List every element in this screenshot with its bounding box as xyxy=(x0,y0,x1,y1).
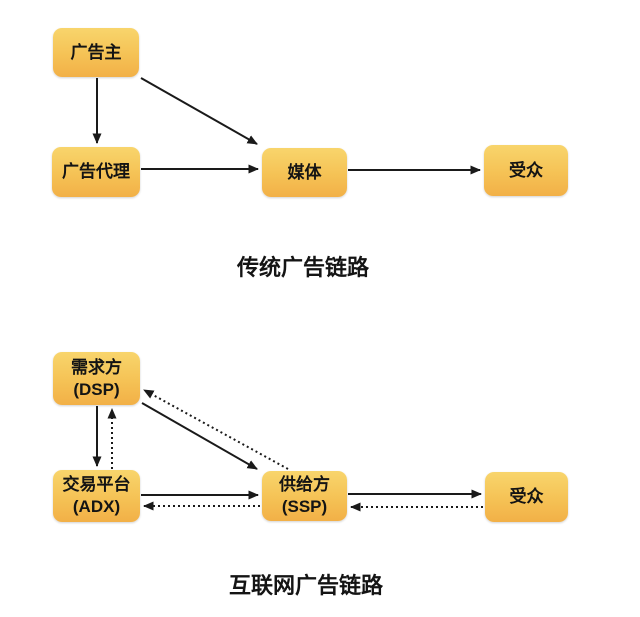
node-ssp-label: 供给方 xyxy=(279,475,330,494)
node-audience-internet: 受众 xyxy=(485,472,568,522)
diagram-title-internet: 互联网广告链路 xyxy=(228,573,384,598)
node-adx-label: 交易平台 xyxy=(62,475,131,494)
node-adx: 交易平台 (ADX) xyxy=(53,470,140,522)
node-agency-label: 广告代理 xyxy=(62,162,130,181)
node-advertiser: 广告主 xyxy=(53,28,139,77)
edge-ssp-to-dsp-dotted xyxy=(143,389,289,470)
edge-advertiser-to-media-solid xyxy=(140,77,258,145)
node-audience-traditional-label: 受众 xyxy=(509,160,543,180)
node-agency: 广告代理 xyxy=(52,147,140,197)
node-dsp-sublabel: (DSP) xyxy=(73,379,120,399)
node-media-label: 媒体 xyxy=(287,162,322,182)
edge-dsp-to-ssp-solid xyxy=(141,402,258,470)
node-ssp: 供给方 (SSP) xyxy=(262,471,347,521)
node-audience-traditional: 受众 xyxy=(484,145,568,196)
node-advertiser-label: 广告主 xyxy=(70,42,122,62)
node-adx-sublabel: (ADX) xyxy=(72,497,121,516)
node-dsp: 需求方 (DSP) xyxy=(53,352,140,405)
node-audience-internet-label: 受众 xyxy=(509,487,544,506)
diagram-title-traditional: 传统广告链路 xyxy=(236,255,370,280)
node-media: 媒体 xyxy=(262,148,347,197)
node-ssp-sublabel: (SSP) xyxy=(281,497,328,516)
node-dsp-label: 需求方 xyxy=(71,357,122,377)
